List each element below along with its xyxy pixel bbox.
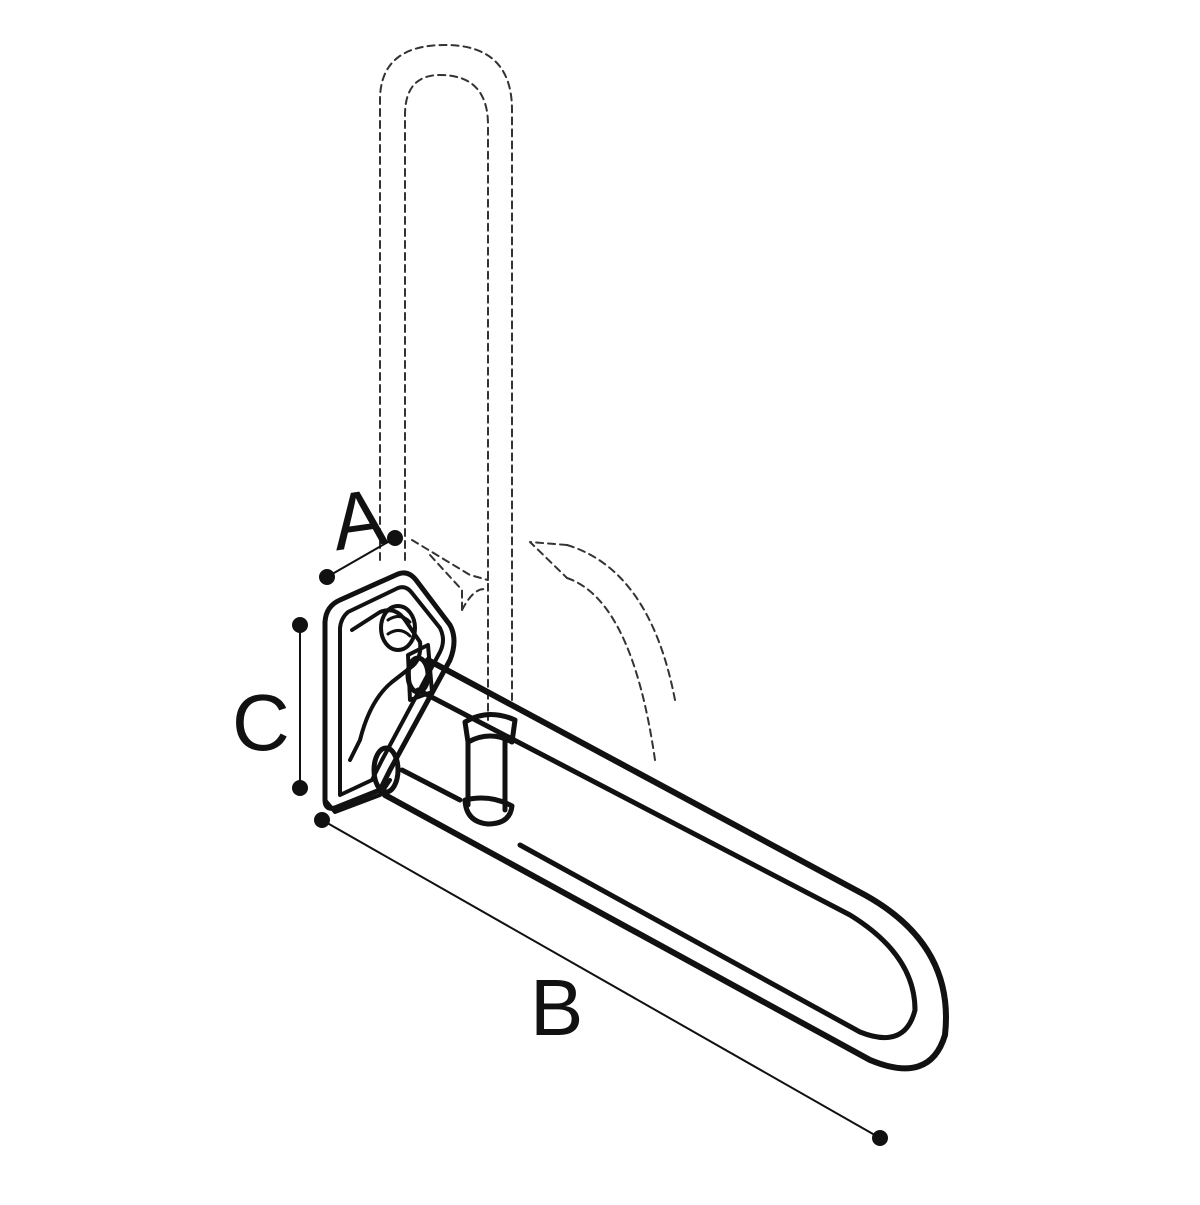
support-post-top-collar bbox=[462, 712, 518, 745]
rotation-arrow-head bbox=[529, 541, 568, 579]
curved-arrow-icon bbox=[529, 541, 676, 761]
raised-bar-hinge-link-lower bbox=[429, 554, 463, 611]
dimension-b-label: B bbox=[530, 963, 583, 1052]
dimension-a-line bbox=[326, 537, 396, 578]
rotation-arrow-outer bbox=[566, 544, 676, 701]
support-post bbox=[462, 712, 518, 827]
wall-plate-side-edge bbox=[323, 778, 392, 814]
raised-bar-hinge-collar bbox=[461, 588, 489, 611]
folded-bar-lower-inner bbox=[399, 767, 463, 803]
raised-bar-outer-loop bbox=[379, 44, 513, 701]
folded-bar-inner-contour bbox=[415, 687, 918, 1041]
support-post-body bbox=[465, 737, 508, 813]
dimension-a-end-dot-icon bbox=[387, 530, 403, 546]
dimension-c-start-dot-icon bbox=[292, 617, 308, 633]
raised-bar-outline bbox=[379, 44, 513, 721]
dimension-b-start-dot-icon bbox=[314, 812, 330, 828]
raised-bar-inner-loop bbox=[404, 74, 489, 721]
hinge-knob-detail bbox=[386, 615, 412, 638]
rotation-arrow-inner bbox=[566, 577, 656, 761]
dimension-b-end-dot-icon bbox=[872, 1130, 888, 1146]
folded-bar bbox=[371, 655, 949, 1072]
dimension-a: A bbox=[319, 472, 403, 585]
dimension-b-line bbox=[321, 819, 881, 1139]
folded-bar-lower-cap bbox=[371, 745, 401, 795]
folded-bar-outer-contour bbox=[382, 657, 949, 1072]
dimension-c: C bbox=[232, 617, 308, 796]
dimension-b: B bbox=[314, 812, 888, 1146]
wall-plate-front bbox=[338, 585, 445, 797]
hinge-knob-body bbox=[379, 604, 417, 652]
support-post-foot bbox=[462, 795, 515, 827]
dimension-a-start-dot-icon bbox=[319, 569, 335, 585]
folded-bar-upper-cap bbox=[405, 655, 431, 695]
wall-plate-back bbox=[322, 570, 457, 811]
dimension-c-label: C bbox=[232, 678, 290, 767]
raised-bar-hinge-link bbox=[411, 539, 489, 581]
dimension-a-label: A bbox=[326, 472, 392, 568]
dimension-c-end-dot-icon bbox=[292, 780, 308, 796]
